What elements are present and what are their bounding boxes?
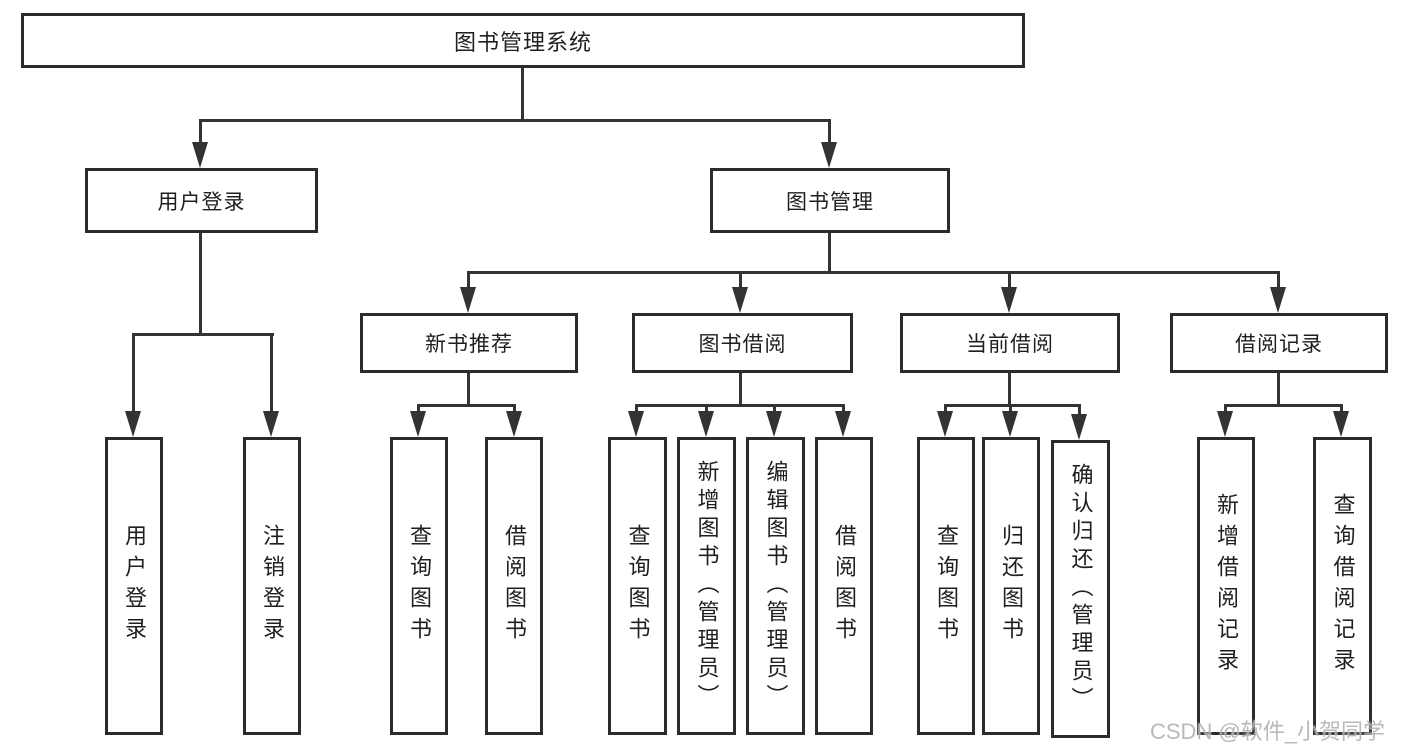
leaf-borrow-books: 借阅图书 <box>815 437 873 735</box>
connector-line <box>467 271 1280 274</box>
connector-line <box>467 271 470 291</box>
arrow-down-icon <box>628 411 644 437</box>
arrow-down-icon <box>766 411 782 437</box>
connector-line <box>739 373 742 407</box>
connector-line <box>270 333 273 415</box>
leaf-user-login: 用户登录 <box>105 437 163 735</box>
arrow-down-icon <box>732 287 748 313</box>
connector-line <box>828 233 831 274</box>
arrow-down-icon <box>937 411 953 437</box>
leaf-add-borrow-record-label: 新增借阅记录 <box>1214 493 1239 679</box>
connector-line <box>1009 404 1012 416</box>
leaf-add-books-admin-label: 新增图书（管理员） <box>694 460 720 712</box>
leaf-confirm-return-admin: 确认归还（管理员） <box>1051 440 1110 738</box>
connector-line <box>705 404 708 416</box>
csdn-watermark: CSDN @软件_小贺同学 <box>1150 719 1386 744</box>
connector-line <box>1224 404 1227 416</box>
leaf-logout-label: 注销登录 <box>260 524 285 648</box>
node-user-login-label: 用户登录 <box>157 190 246 214</box>
leaf-query-books-current: 查询图书 <box>917 437 975 735</box>
leaf-query-books-borrow: 查询图书 <box>608 437 667 735</box>
leaf-query-books-borrow-label: 查询图书 <box>625 524 651 648</box>
leaf-confirm-return-admin-label: 确认归还（管理员） <box>1068 463 1094 715</box>
leaf-add-borrow-record: 新增借阅记录 <box>1197 437 1255 735</box>
leaf-borrow-books-recommend: 借阅图书 <box>485 437 543 735</box>
node-book-management-label: 图书管理 <box>786 190 874 214</box>
connector-line <box>842 404 845 416</box>
arrow-down-icon <box>1071 414 1087 440</box>
connector-line <box>1008 373 1011 407</box>
connector-line <box>1224 404 1343 407</box>
node-new-book-recommend: 新书推荐 <box>360 313 578 373</box>
connector-line <box>1277 271 1280 291</box>
connector-line <box>513 404 516 416</box>
node-borrow-records-label: 借阅记录 <box>1235 333 1323 356</box>
arrow-down-icon <box>506 411 522 437</box>
connector-line <box>521 68 524 120</box>
leaf-add-books-admin: 新增图书（管理员） <box>677 437 736 735</box>
arrow-down-icon <box>125 411 141 437</box>
connector-line <box>199 119 202 148</box>
arrow-down-icon <box>1001 287 1017 313</box>
arrow-down-icon <box>192 142 208 168</box>
connector-line <box>944 404 947 416</box>
arrow-down-icon <box>698 411 714 437</box>
connector-line <box>1008 271 1011 291</box>
leaf-borrow-books-label: 借阅图书 <box>832 524 857 648</box>
leaf-query-books-recommend-label: 查询图书 <box>407 524 432 648</box>
leaf-query-borrow-record: 查询借阅记录 <box>1313 437 1372 735</box>
node-current-borrow: 当前借阅 <box>900 313 1120 373</box>
node-book-management: 图书管理 <box>710 168 950 233</box>
leaf-logout: 注销登录 <box>243 437 301 735</box>
connector-line <box>417 404 420 416</box>
arrow-down-icon <box>1333 411 1349 437</box>
connector-line <box>132 333 135 415</box>
leaf-query-books-current-label: 查询图书 <box>934 524 959 648</box>
connector-line <box>199 233 202 336</box>
arrow-down-icon <box>1002 411 1018 437</box>
arrow-down-icon <box>263 411 279 437</box>
arrow-down-icon <box>460 287 476 313</box>
connector-line <box>199 119 831 122</box>
node-user-login: 用户登录 <box>85 168 318 233</box>
node-root-label: 图书管理系统 <box>453 29 592 55</box>
node-book-borrow-label: 图书借阅 <box>698 333 787 356</box>
node-root-system: 图书管理系统 <box>21 13 1025 68</box>
leaf-user-login-label: 用户登录 <box>122 524 147 648</box>
arrow-down-icon <box>821 142 837 168</box>
node-book-borrow: 图书借阅 <box>632 313 853 373</box>
connector-line <box>1078 404 1081 416</box>
leaf-return-books: 归还图书 <box>982 437 1040 735</box>
node-current-borrow-label: 当前借阅 <box>966 333 1054 356</box>
node-new-book-recommend-label: 新书推荐 <box>425 333 513 356</box>
arrow-down-icon <box>1217 411 1233 437</box>
connector-line <box>739 271 742 291</box>
arrow-down-icon <box>1270 287 1286 313</box>
arrow-down-icon <box>835 411 851 437</box>
arrow-down-icon <box>410 411 426 437</box>
leaf-query-borrow-record-label: 查询借阅记录 <box>1330 493 1356 679</box>
connector-line <box>635 404 638 416</box>
node-borrow-records: 借阅记录 <box>1170 313 1388 373</box>
leaf-return-books-label: 归还图书 <box>999 524 1024 648</box>
connector-line <box>635 404 845 407</box>
connector-line <box>828 119 831 148</box>
connector-line <box>944 404 1081 407</box>
leaf-edit-books-admin: 编辑图书（管理员） <box>746 437 805 735</box>
leaf-edit-books-admin-label: 编辑图书（管理员） <box>763 460 789 712</box>
connector-line <box>467 373 470 407</box>
connector-line <box>1340 404 1343 416</box>
connector-line <box>132 333 274 336</box>
connector-line <box>773 404 776 416</box>
connector-line <box>1277 373 1280 407</box>
leaf-borrow-books-recommend-label: 借阅图书 <box>502 524 527 648</box>
leaf-query-books-recommend: 查询图书 <box>390 437 448 735</box>
connector-line <box>417 404 516 407</box>
